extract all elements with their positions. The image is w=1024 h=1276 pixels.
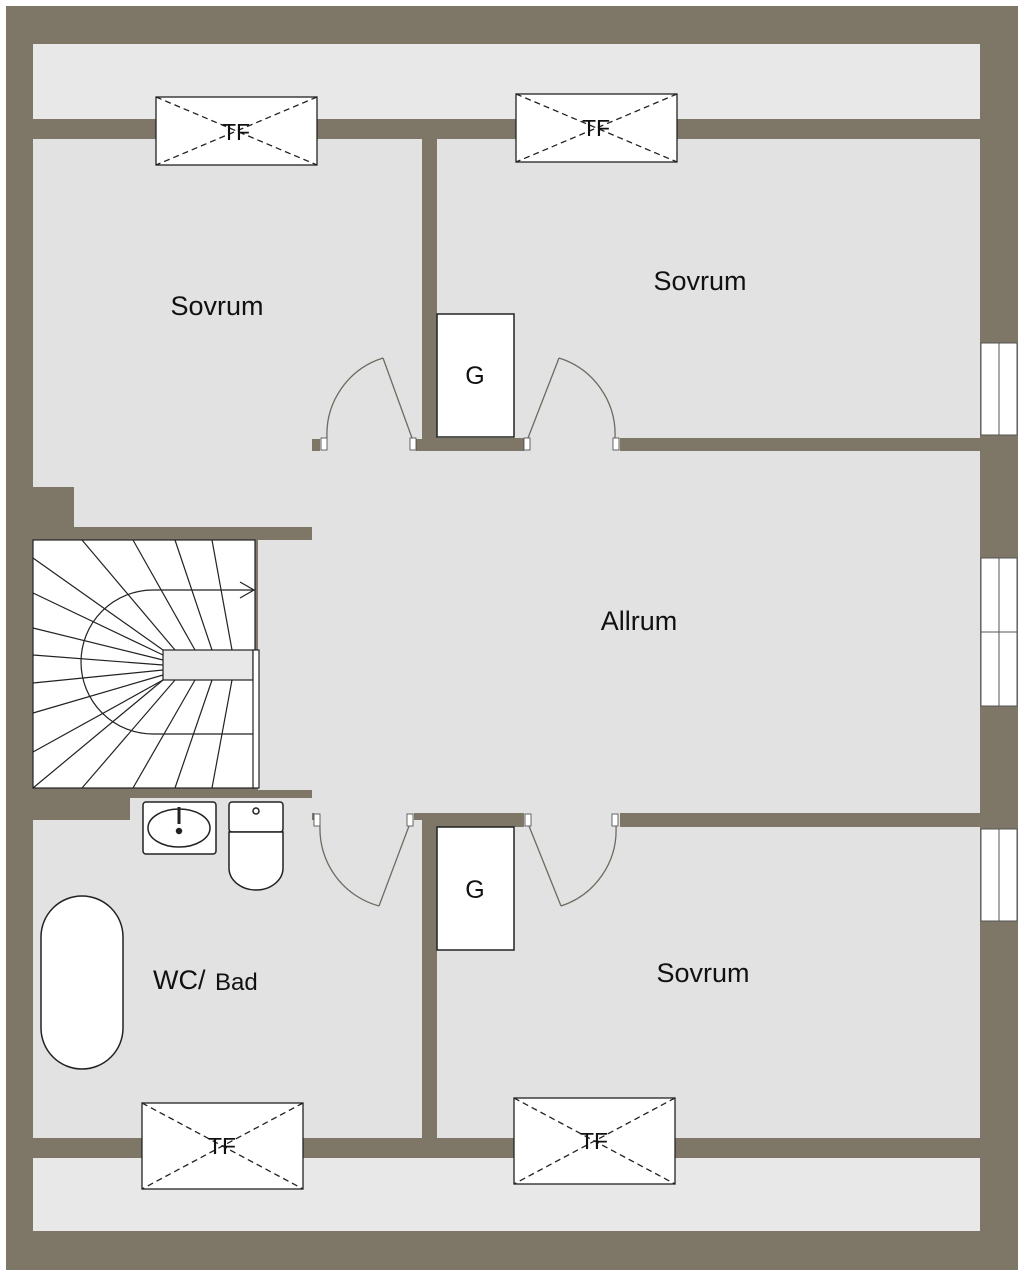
door-swing	[326, 357, 384, 439]
closet-bottom-label: G	[465, 876, 484, 904]
door-leaf	[528, 825, 562, 907]
room-label-bedroom-top-left: Sovrum	[170, 291, 263, 321]
room-label-living: Allrum	[601, 606, 678, 636]
door-swing	[558, 357, 616, 439]
door-jamb	[612, 437, 620, 451]
skylight-label: TF	[580, 1128, 608, 1154]
floors	[33, 44, 980, 1231]
bath-fixtures	[40, 801, 284, 1070]
door-jamb	[406, 813, 414, 827]
toilet-bowl	[228, 831, 284, 891]
door-swing	[560, 825, 617, 907]
door-jamb	[523, 437, 531, 451]
skylight-label: TF	[208, 1133, 236, 1159]
door-jamb	[313, 813, 321, 827]
room-label-bath-bad: Bad	[215, 969, 258, 996]
skylights	[141, 93, 678, 1190]
windows	[980, 342, 1018, 922]
room-label-bedroom-bottom-right: Sovrum	[656, 958, 749, 988]
door-jamb	[320, 437, 328, 451]
room-label-bedroom-top-right: Sovrum	[653, 266, 746, 296]
closet-top	[436, 313, 515, 438]
door-jamb	[524, 813, 532, 827]
closet-top-label: G	[465, 362, 484, 390]
toilet-tank	[228, 801, 284, 833]
closet-bottom	[436, 826, 515, 951]
door-leaf	[378, 825, 410, 907]
floor-bedroom-top-right	[437, 139, 980, 438]
door-swing	[319, 825, 380, 907]
stair-rail	[252, 649, 260, 789]
skylight-label: TF	[222, 119, 250, 145]
staircase-core	[162, 649, 254, 681]
floor-bedroom-bottom-right	[437, 827, 980, 1138]
stair-arrow	[239, 581, 256, 599]
room-label-bath-wc: WC/	[153, 965, 206, 995]
bathtub	[40, 895, 124, 1070]
floor-bedroom-top-left	[33, 139, 422, 527]
doors	[313, 357, 620, 907]
stair-walkline	[80, 589, 253, 735]
staircase	[32, 539, 260, 789]
door-leaf	[382, 357, 413, 439]
skylight-label: TF	[582, 115, 610, 141]
door-jamb	[409, 437, 417, 451]
floor-living	[258, 451, 980, 813]
door-leaf	[527, 357, 560, 439]
door-jamb	[611, 813, 619, 827]
